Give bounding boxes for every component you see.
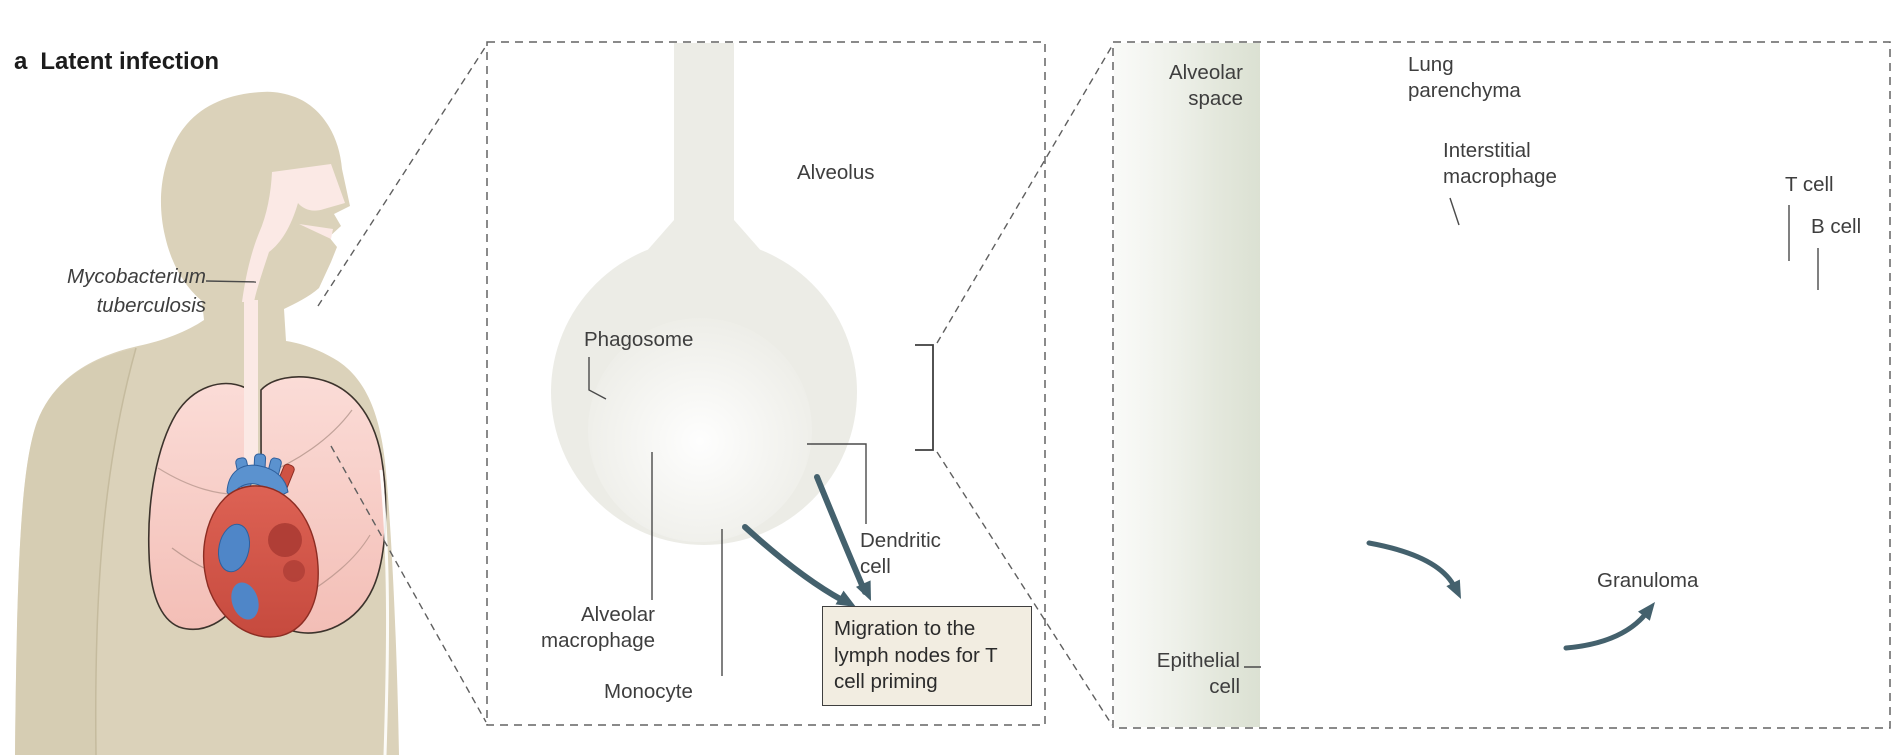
- dendritic-cell-label: Dendritic cell: [860, 529, 941, 578]
- zoom-connectors: [317, 41, 1891, 729]
- t-cell-label: T cell: [1785, 173, 1834, 196]
- leader-mycobacterium: [205, 280, 257, 283]
- arrowhead: [1638, 602, 1655, 621]
- panel-border-alveolus: [486, 41, 1046, 726]
- alveolar-space-label: Alveolar space: [1168, 61, 1243, 110]
- migration-arrow: [1366, 540, 1458, 591]
- alveolus-interior: [551, 43, 857, 545]
- mycobacterium-label: Mycobacterium tuberculosis: [67, 265, 206, 317]
- alveolus-label: Alveolus: [797, 161, 875, 184]
- interstitial-macrophage-label: Interstitial macrophage: [1443, 139, 1557, 188]
- alveolar-macrophage-label: Alveolar macrophage: [541, 603, 655, 652]
- arm-shading: [15, 348, 136, 755]
- arrowhead: [1446, 579, 1461, 599]
- migration-arrow: [742, 524, 845, 603]
- migration-note-box: Migration to the lymph nodes for T cell …: [822, 606, 1032, 706]
- body-silhouette: [15, 91, 399, 755]
- phagosome-label: Phagosome: [584, 328, 694, 351]
- trachea: [244, 300, 258, 472]
- panel-border-parenchyma: [1112, 41, 1891, 729]
- panel-letter: a: [14, 48, 28, 75]
- granuloma-label: Granuloma: [1597, 569, 1699, 592]
- lung-parenchyma-label: Lung parenchyma: [1408, 53, 1521, 102]
- leader-dendritic: [807, 443, 867, 524]
- migration-arrows: [742, 474, 871, 607]
- arrowhead: [855, 580, 871, 601]
- monocyte-label: Monocyte: [604, 680, 693, 703]
- leader-lines: [205, 197, 1819, 676]
- zoom-connector-line: [317, 45, 1113, 726]
- parenchyma-arrows: [1366, 540, 1655, 651]
- nasal-passage: [242, 164, 345, 302]
- arm-highlight-line: [379, 469, 390, 755]
- migration-arrow: [814, 474, 868, 595]
- b-cell-label: B cell: [1811, 215, 1862, 238]
- heart: [202, 453, 319, 638]
- panel-title: Latent infection: [40, 48, 220, 75]
- mouth-passage: [299, 224, 333, 239]
- epithelial-cell-label: Epithelial cell: [1156, 649, 1240, 698]
- alveolar-space-gradient: [1114, 43, 1260, 727]
- arrowhead: [835, 590, 856, 607]
- leader-interstitial: [1449, 197, 1460, 226]
- arm-crease: [94, 347, 137, 755]
- figure-title: a Latent infection: [14, 48, 219, 76]
- zoom-bracket: [915, 344, 934, 451]
- migration-arrow: [1563, 608, 1651, 651]
- leader-phagosome: [588, 357, 607, 400]
